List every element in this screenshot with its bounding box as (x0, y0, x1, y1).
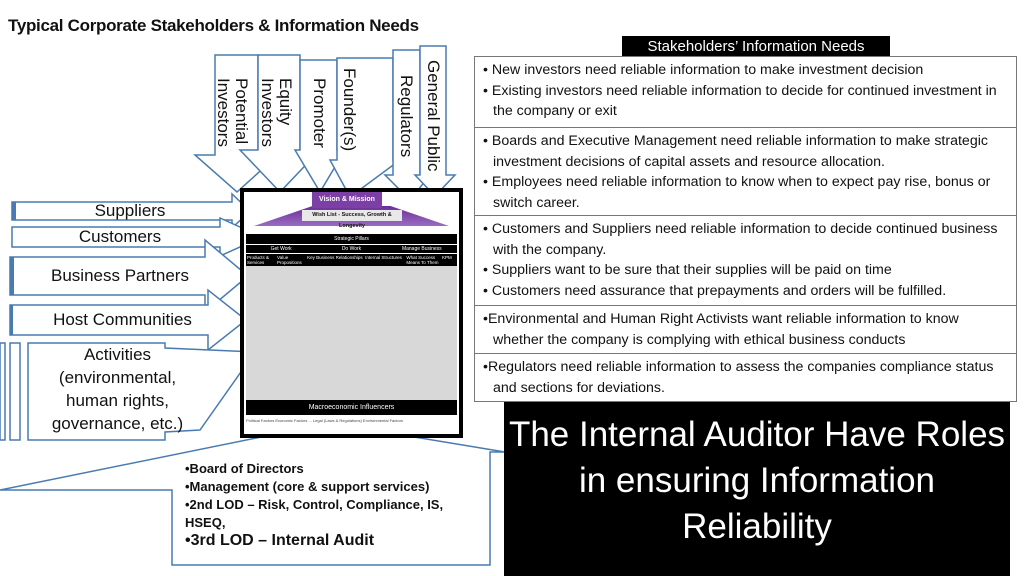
needs-row-investors: • New investors need reliable informatio… (475, 57, 1016, 127)
strategy-framework-image: Vision & Mission Wish List - Success, Gr… (240, 188, 463, 438)
need-item: • Customers and Suppliers need reliable … (483, 221, 998, 258)
need-item: •Environmental and Human Right Activists… (483, 311, 959, 348)
label-suppliers: Suppliers (94, 201, 166, 220)
label-promoter: Promoter (310, 78, 329, 148)
need-item: • Existing investors need reliable infor… (483, 82, 997, 120)
need-item: • Suppliers want to be sure that their s… (483, 262, 892, 278)
col-kpm: KPM (442, 255, 452, 260)
vision-mission: Vision & Mission (312, 192, 382, 208)
macro-footer: Political Factors Economic Factors ... L… (246, 418, 403, 423)
needs-header: Stakeholders’ Information Needs (622, 36, 890, 57)
group-manage: Manage Business (401, 246, 442, 252)
strategic-pillars: Strategic Pillars (246, 234, 457, 244)
needs-row-activists: •Environmental and Human Right Activists… (475, 305, 1016, 353)
callout-item: •3rd LOD – Internal Audit (185, 532, 375, 549)
macro-influencers: Macroeconomic Influencers (246, 400, 457, 415)
label-business-partners: Business Partners (51, 266, 189, 285)
needs-row-regulators: •Regulators need reliable information to… (475, 353, 1016, 401)
internal-auditor-banner: The Internal Auditor Have Roles in ensur… (504, 402, 1010, 576)
label-founders: Founder(s) (340, 68, 359, 152)
need-item: • Boards and Executive Management need r… (483, 133, 988, 170)
need-item: • Customers need assurance that prepayme… (483, 282, 947, 299)
label-general-public: General Public (424, 60, 443, 172)
label-potential-investors: Potential Investors (214, 78, 251, 147)
col-products: Products & Services (247, 255, 270, 265)
slide-title: Typical Corporate Stakeholders & Informa… (8, 16, 419, 35)
need-item: • New investors need reliable informatio… (483, 62, 924, 78)
col-internal: Internal Structures (365, 255, 402, 260)
label-host-communities: Host Communities (53, 310, 192, 329)
callout-item: •2nd LOD – Risk, Control, Compliance, IS… (185, 497, 444, 530)
group-get-work: Get Work (270, 246, 292, 252)
callout-item: •Board of Directors (185, 461, 304, 476)
col-value: Value Propositions (277, 255, 302, 265)
arrow-host-communities (9, 288, 248, 352)
col-relationships: Key Business Relationships (307, 255, 363, 260)
arrow-business-partners (9, 238, 250, 314)
lines-of-defense-callout: •Board of Directors •Management (core & … (185, 460, 485, 550)
callout-item: •Management (core & support services) (185, 479, 430, 494)
label-regulators: Regulators (397, 75, 416, 158)
arrow-general-public (413, 45, 457, 198)
label-equity-investors: Equity Investors (258, 78, 295, 147)
needs-row-management: • Boards and Executive Management need r… (475, 127, 1016, 215)
arrow-activities (27, 342, 257, 441)
needs-row-customers: • Customers and Suppliers need reliable … (475, 215, 1016, 305)
framework-body (246, 266, 457, 400)
need-item: •Regulators need reliable information to… (483, 359, 994, 396)
col-success: What Success Means To Them (406, 255, 439, 265)
needs-table: • New investors need reliable informatio… (474, 56, 1017, 402)
need-item: • Employees need reliable information to… (483, 174, 991, 211)
group-do-work: Do Work (341, 246, 362, 252)
label-customers: Customers (78, 227, 162, 246)
label-activities: Activities (environmental, human rights,… (51, 345, 184, 433)
wish-list: Wish List - Success, Growth & Longevity (302, 210, 402, 229)
